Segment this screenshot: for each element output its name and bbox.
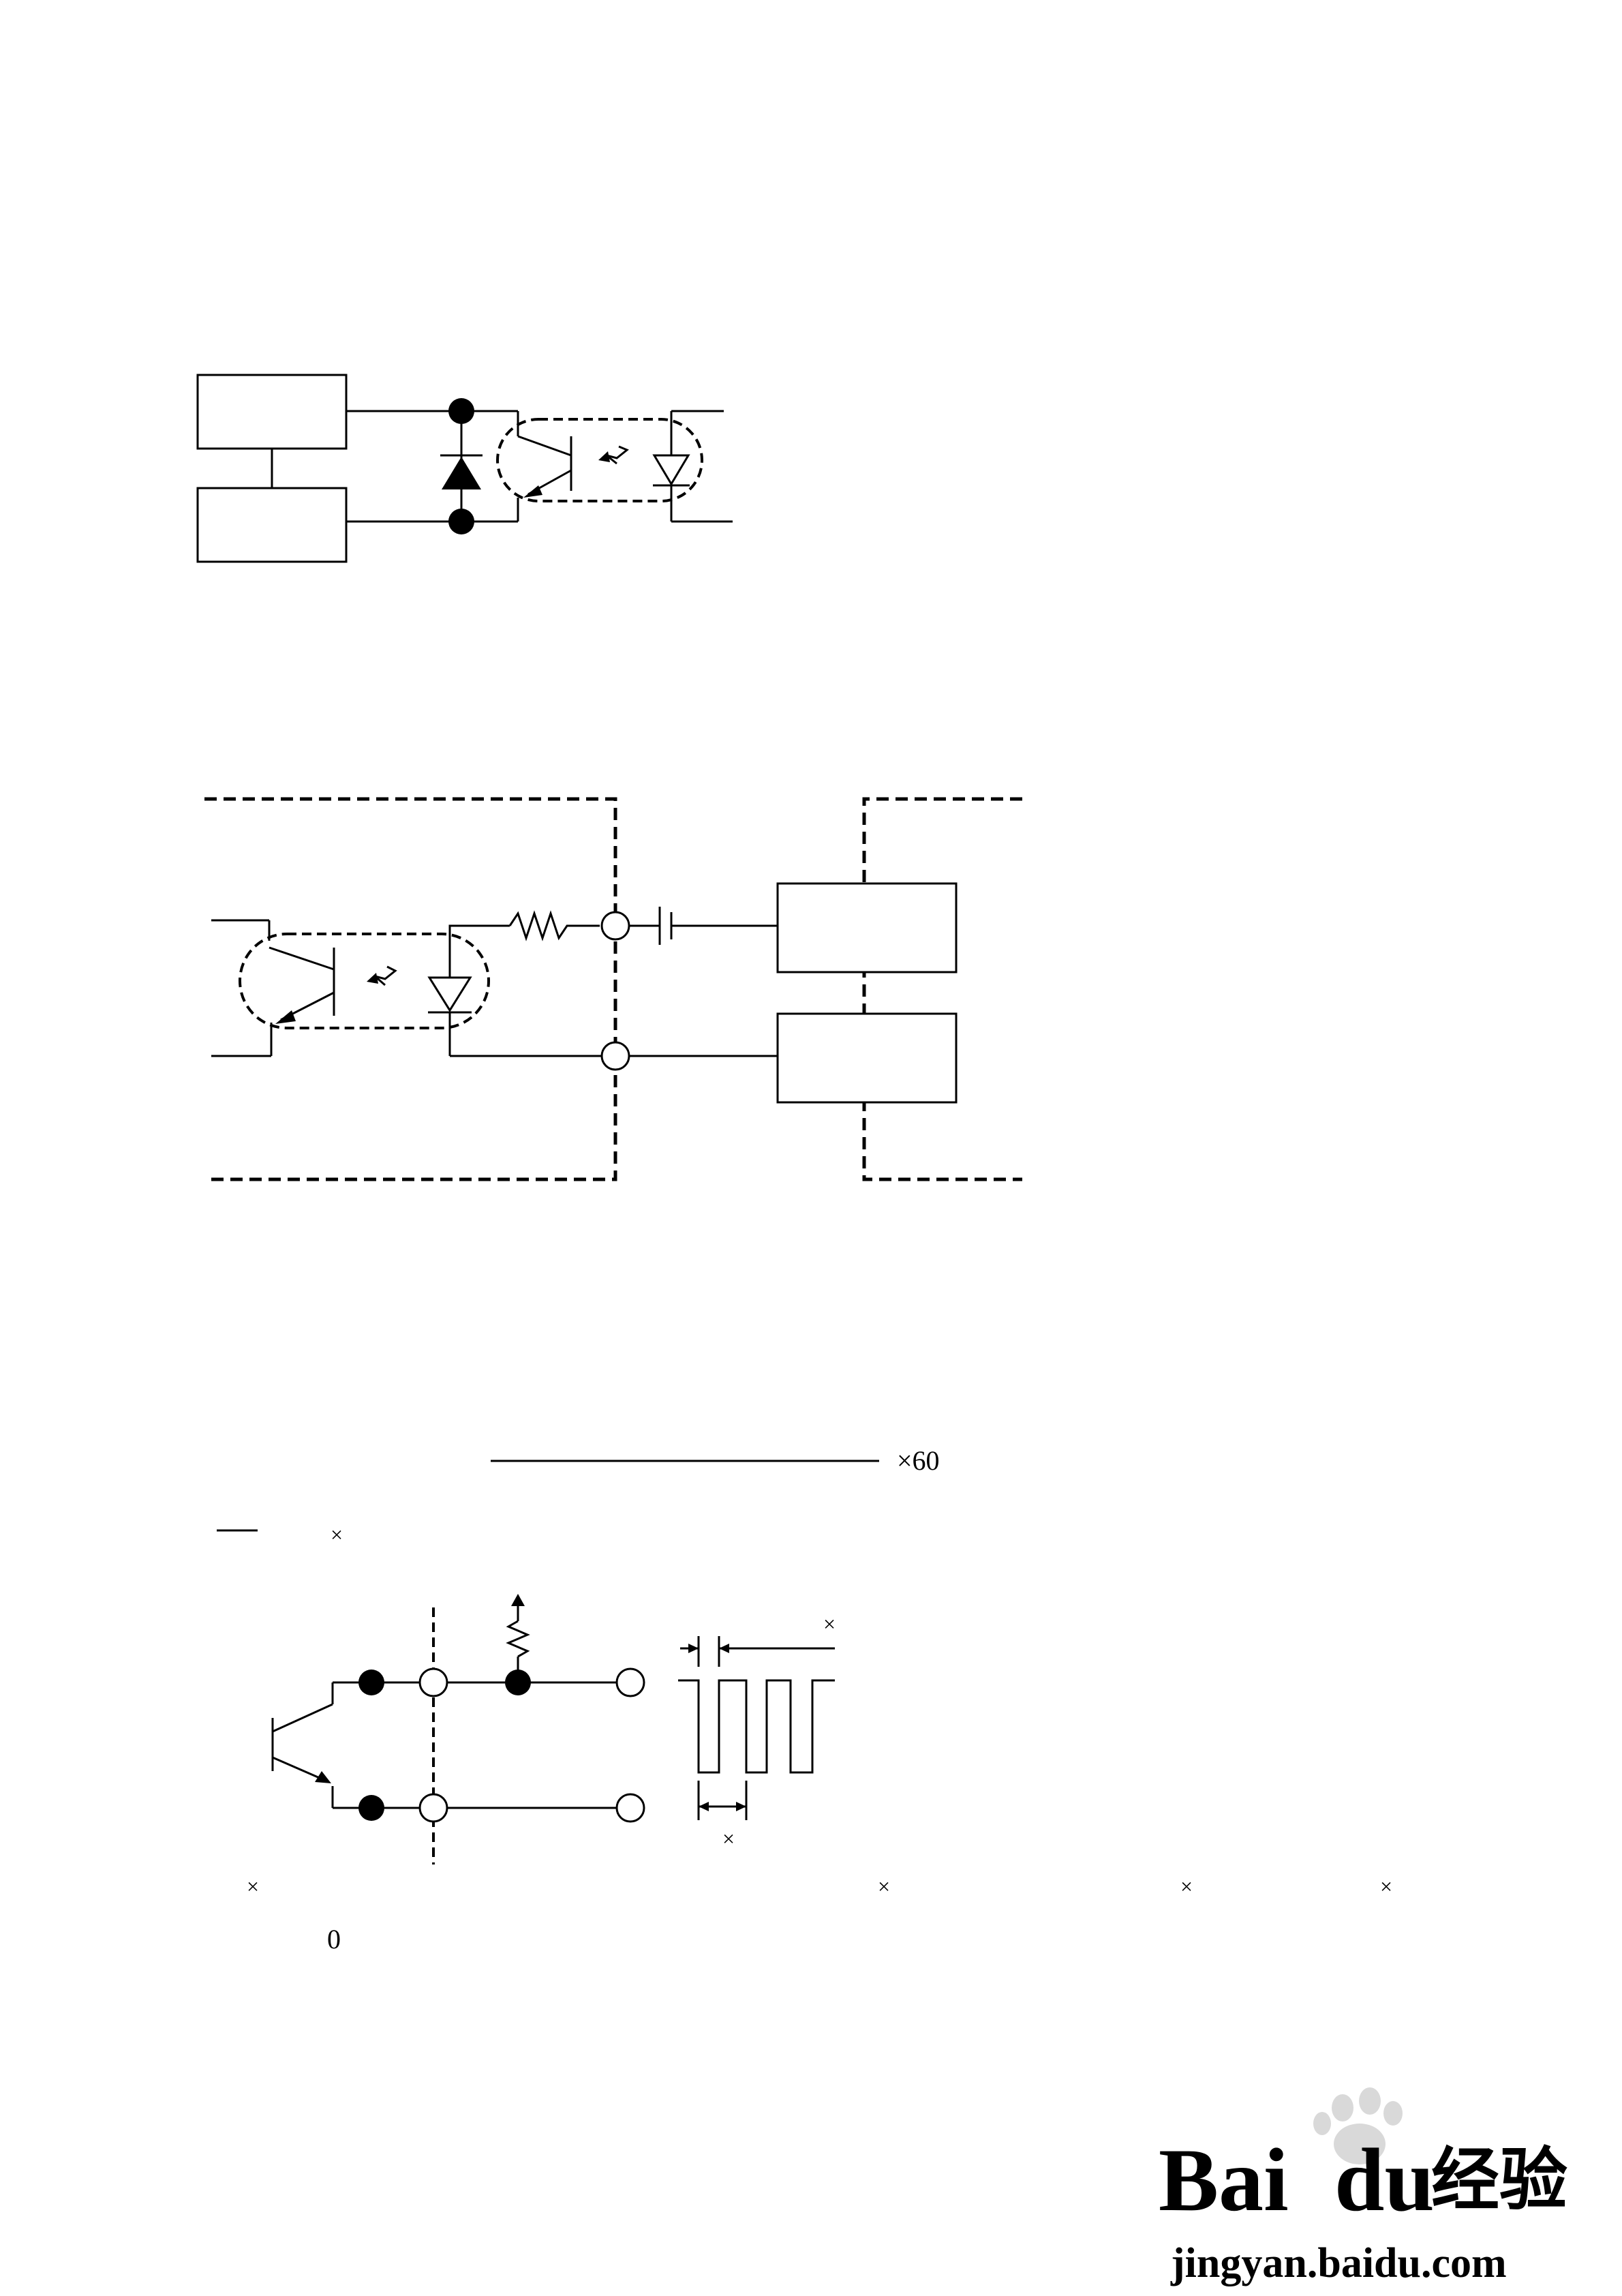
supply-arrow-icon [511, 1594, 525, 1606]
optocoupler-outline [239, 933, 490, 1029]
phototransistor-icon [517, 435, 572, 498]
block-upper-right [776, 882, 958, 973]
baidu-jingyan-watermark: Bai du 经验 jingyan.baidu.com [1159, 2087, 1567, 2286]
block-upper [196, 374, 348, 450]
watermark-url: jingyan.baidu.com [1170, 2240, 1507, 2286]
block-lower-right [776, 1012, 958, 1104]
times-mark: × [1380, 1874, 1392, 1899]
output-terminal-bottom [615, 1793, 645, 1823]
circuit-diagram-2 [204, 797, 1022, 1181]
text-fragments: × × × × 0 [247, 1874, 1392, 1954]
capacitor-icon [658, 907, 673, 945]
terminal-bottom [600, 1041, 630, 1071]
device-boundary-left [204, 797, 617, 1181]
device-boundary-right [862, 797, 1022, 1181]
light-emission-icon [367, 965, 397, 986]
block-lower [196, 487, 348, 563]
diode-icon [440, 454, 483, 489]
light-emission-icon [598, 445, 629, 465]
terminal-top [600, 911, 630, 941]
times-mark: × [1180, 1874, 1193, 1899]
circuit-diagram-3: × × [271, 1594, 836, 1864]
resistor-icon [508, 910, 600, 941]
pull-up-resistor-icon [506, 1594, 530, 1682]
watermark-brand-bai: Bai [1159, 2130, 1289, 2230]
watermark-brand-du: du [1334, 2130, 1435, 2230]
formula-multiplier: ×60 [897, 1445, 940, 1476]
pulse-waveform [678, 1636, 835, 1820]
times-mark: × [823, 1612, 836, 1636]
led-icon [427, 927, 472, 1056]
phototransistor-icon [269, 946, 335, 1024]
times-mark: × [247, 1874, 259, 1899]
circuit-diagram-1 [196, 374, 733, 563]
output-terminal-top [615, 1667, 645, 1697]
transistor-icon [271, 1682, 334, 1808]
led-icon [652, 410, 733, 523]
times-mark: × [722, 1826, 735, 1851]
times-mark: × [878, 1874, 890, 1899]
times-mark: × [331, 1522, 343, 1547]
formula: ×60 × [217, 1445, 940, 1547]
watermark-brand-jingyan: 经验 [1431, 2143, 1567, 2218]
optocoupler-outline [496, 418, 703, 502]
paw-icon [1313, 2087, 1403, 2164]
zero-value: 0 [327, 1924, 341, 1954]
